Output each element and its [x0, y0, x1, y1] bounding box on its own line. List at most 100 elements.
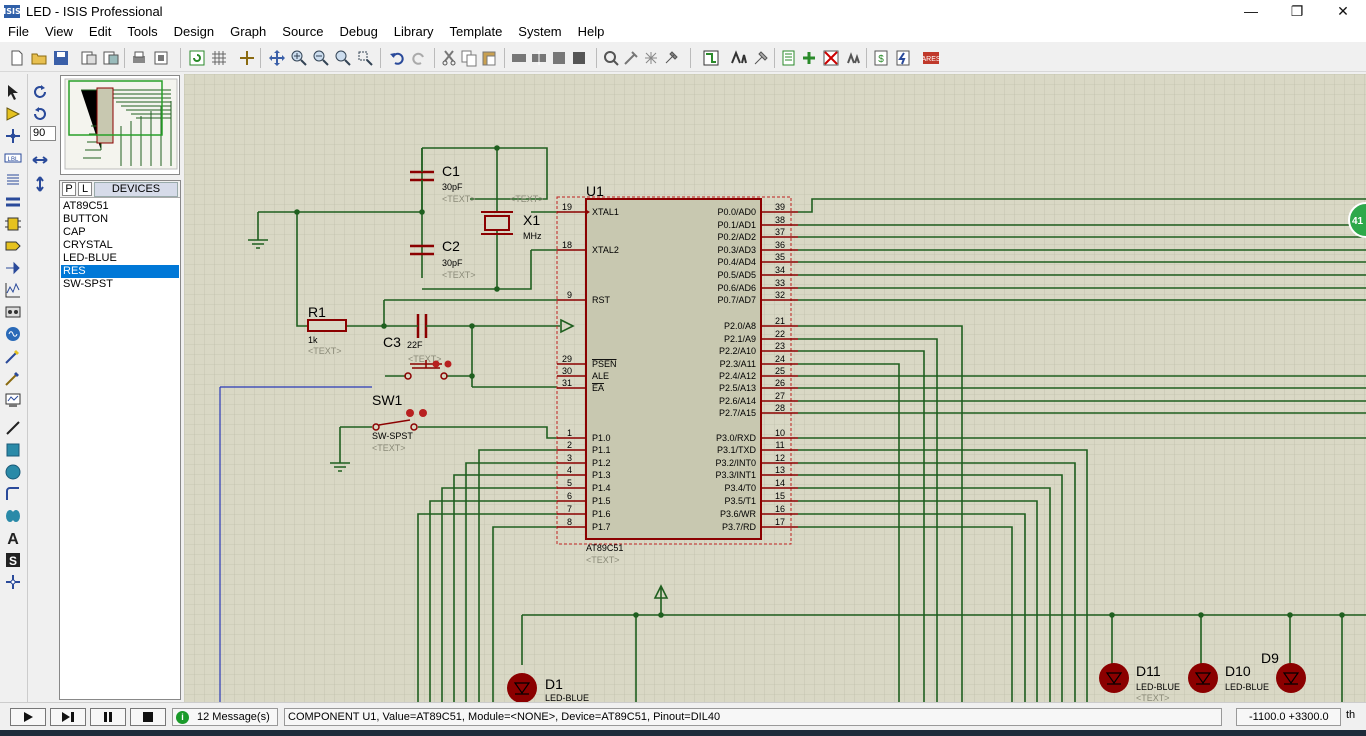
origin-icon[interactable] — [238, 49, 256, 67]
menu-edit[interactable]: Edit — [88, 24, 112, 39]
rotation-angle-field[interactable]: 90 — [30, 126, 56, 141]
grid-icon[interactable] — [210, 49, 228, 67]
zoom-in-icon[interactable] — [290, 49, 308, 67]
junction-dot-mode-icon[interactable] — [3, 126, 23, 146]
zoom-area-icon[interactable] — [356, 49, 374, 67]
property-assign-icon[interactable] — [752, 49, 770, 67]
menu-graph[interactable]: Graph — [230, 24, 267, 39]
buses-mode-icon[interactable] — [3, 192, 23, 212]
open-folder-icon[interactable] — [30, 49, 48, 67]
block-rotate-icon[interactable] — [550, 49, 568, 67]
undo-icon[interactable] — [388, 49, 406, 67]
maximize-button[interactable]: ❐ — [1290, 2, 1304, 19]
zoom-to-child-icon[interactable] — [844, 49, 862, 67]
pick-devices-button[interactable]: P — [62, 182, 76, 196]
device-item-res[interactable]: RES — [61, 265, 179, 278]
schematic-canvas[interactable]: C1 30pF <TEXT> C2 30pF <TEXT> X1 MHz R1 … — [184, 74, 1366, 702]
component-mode-icon[interactable] — [3, 104, 23, 124]
crystal-x1[interactable]: X1 MHz — [481, 211, 542, 241]
menu-tools[interactable]: Tools — [127, 24, 158, 39]
copy-icon[interactable] — [460, 49, 478, 67]
capacitor-c3[interactable]: C3 22F <TEXT> — [383, 314, 446, 364]
menu-debug[interactable]: Debug — [339, 24, 378, 39]
bill-of-materials-icon[interactable]: $ — [872, 49, 890, 67]
menu-library[interactable]: Library — [393, 24, 434, 39]
pan-icon[interactable] — [268, 49, 286, 67]
circle-tool-icon[interactable] — [3, 462, 23, 482]
arc-tool-icon[interactable] — [3, 484, 23, 504]
device-pins-mode-icon[interactable] — [3, 258, 23, 278]
block-move-icon[interactable] — [530, 49, 548, 67]
menu-template[interactable]: Template — [449, 24, 503, 39]
line-tool-icon[interactable] — [3, 418, 23, 438]
voltage-probe-mode-icon[interactable] — [3, 346, 23, 366]
library-manager-button[interactable]: L — [78, 182, 92, 196]
print-icon[interactable] — [130, 49, 148, 67]
device-item-cap[interactable]: CAP — [63, 226, 86, 238]
paste-icon[interactable] — [480, 49, 498, 67]
box-tool-icon[interactable] — [3, 440, 23, 460]
mirror-vertical-icon[interactable] — [30, 174, 50, 194]
virtual-instruments-mode-icon[interactable] — [3, 390, 23, 410]
switch-sw1[interactable]: SW1 SW-SPST <TEXT> — [372, 392, 427, 453]
wire-label-mode-icon[interactable]: LBL — [3, 148, 23, 168]
path-tool-icon[interactable] — [3, 506, 23, 526]
decompose-icon[interactable] — [662, 49, 680, 67]
symbol-tool-icon[interactable]: S — [3, 550, 23, 570]
print-area-icon[interactable] — [152, 49, 170, 67]
close-button[interactable]: ✕ — [1337, 2, 1349, 19]
zoom-all-icon[interactable] — [334, 49, 352, 67]
graph-mode-icon[interactable] — [3, 280, 23, 300]
messages-indicator[interactable]: 12 Message(s) — [172, 708, 278, 726]
device-item-at89c51[interactable]: AT89C51 — [63, 200, 109, 212]
menu-view[interactable]: View — [44, 24, 73, 39]
step-button[interactable] — [50, 708, 86, 726]
export-icon[interactable] — [102, 49, 120, 67]
overview-window[interactable] — [60, 75, 180, 175]
search-tag-icon[interactable] — [730, 49, 748, 67]
marker-tool-icon[interactable] — [3, 572, 23, 592]
led-d9[interactable]: D9 — [1261, 650, 1306, 693]
capacitor-c2[interactable]: C2 30pF <TEXT> — [410, 238, 476, 280]
menu-help[interactable]: Help — [577, 24, 605, 39]
make-device-icon[interactable] — [622, 49, 640, 67]
stop-button[interactable] — [130, 708, 166, 726]
save-icon[interactable] — [52, 49, 70, 67]
block-copy-icon[interactable] — [510, 49, 528, 67]
redo-icon[interactable] — [410, 49, 428, 67]
packaging-icon[interactable] — [642, 49, 660, 67]
menu-source[interactable]: Source — [282, 24, 324, 39]
menu-system[interactable]: System — [518, 24, 562, 39]
rotate-clockwise-icon[interactable] — [30, 82, 50, 102]
subcircuit-mode-icon[interactable] — [3, 214, 23, 234]
cut-icon[interactable] — [440, 49, 458, 67]
zoom-out-icon[interactable] — [312, 49, 330, 67]
text-script-mode-icon[interactable] — [3, 170, 23, 190]
minimize-button[interactable]: — — [1244, 3, 1258, 19]
menu-file[interactable]: File — [8, 24, 29, 39]
import-icon[interactable] — [80, 49, 98, 67]
resistor-r1[interactable]: R1 1k <TEXT> — [307, 304, 347, 356]
wire-autorouter-icon[interactable] — [702, 49, 720, 67]
mirror-horizontal-icon[interactable] — [30, 150, 50, 170]
capacitor-c1[interactable]: C1 30pF <TEXT> — [410, 148, 476, 212]
new-sheet-icon[interactable] — [780, 49, 798, 67]
new-file-icon[interactable] — [8, 49, 26, 67]
device-item-crystal[interactable]: CRYSTAL — [63, 239, 113, 251]
generator-mode-icon[interactable] — [3, 324, 23, 344]
rotate-anticlockwise-icon[interactable] — [30, 104, 50, 124]
block-delete-icon[interactable] — [570, 49, 588, 67]
selection-mode-icon[interactable] — [3, 82, 23, 102]
schematic-drawing[interactable]: C1 30pF <TEXT> C2 30pF <TEXT> X1 MHz R1 … — [184, 74, 1366, 702]
text-tool-icon[interactable]: A — [3, 528, 23, 548]
tape-recorder-mode-icon[interactable] — [3, 302, 23, 322]
remove-sheet-icon[interactable] — [822, 49, 840, 67]
menu-design[interactable]: Design — [173, 24, 215, 39]
device-item-led-blue[interactable]: LED-BLUE — [63, 252, 117, 264]
terminals-mode-icon[interactable] — [3, 236, 23, 256]
device-item-button[interactable]: BUTTON — [63, 213, 109, 225]
pick-device-icon[interactable] — [602, 49, 620, 67]
